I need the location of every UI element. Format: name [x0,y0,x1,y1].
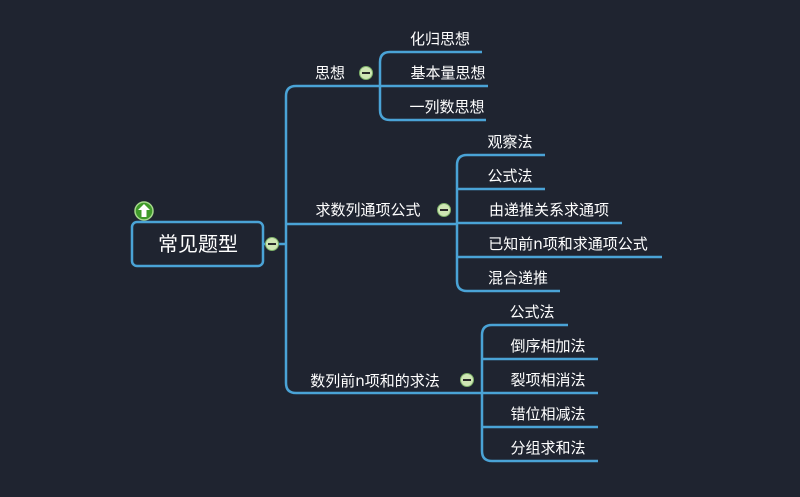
leaf-label[interactable]: 混合递推 [488,269,548,287]
branch-label-2[interactable]: 求数列通项公式 [315,201,420,219]
leaf-label[interactable]: 公式法 [509,303,554,321]
leaf-label[interactable]: 公式法 [487,167,532,185]
leaf-label[interactable]: 化归思想 [410,30,470,48]
leaf-label[interactable]: 由递推关系求通项 [489,201,609,219]
collapse-minus-icon[interactable] [437,203,451,217]
branch-label-1[interactable]: 思想 [315,64,345,82]
branch-3-stubs [482,357,492,429]
root-label: 常见题型 [158,232,238,256]
branch-label-3[interactable]: 数列前n项和的求法 [310,372,440,390]
leaf-label[interactable]: 分组求和法 [510,439,585,457]
branch-2-stubs [457,187,467,259]
leaf-label[interactable]: 倒序相加法 [510,337,585,355]
connector-lines [263,50,662,463]
collapse-minus-icon[interactable] [460,373,474,387]
leaf-label[interactable]: 裂项相消法 [510,371,585,389]
leaf-label[interactable]: 观察法 [487,133,532,151]
root-trunk [284,84,297,395]
leaf-label[interactable]: 已知前n项和求通项公式 [488,235,648,253]
collapse-minus-icon[interactable] [359,66,373,80]
leaf-label[interactable]: 基本量思想 [410,64,485,82]
leaf-label[interactable]: 错位相减法 [510,405,585,423]
leaf-label[interactable]: 一列数思想 [409,98,484,116]
root-node[interactable]: 常见题型 [130,220,265,268]
expand-up-arrow-icon[interactable] [134,201,154,221]
collapse-minus-icon[interactable] [265,237,279,251]
